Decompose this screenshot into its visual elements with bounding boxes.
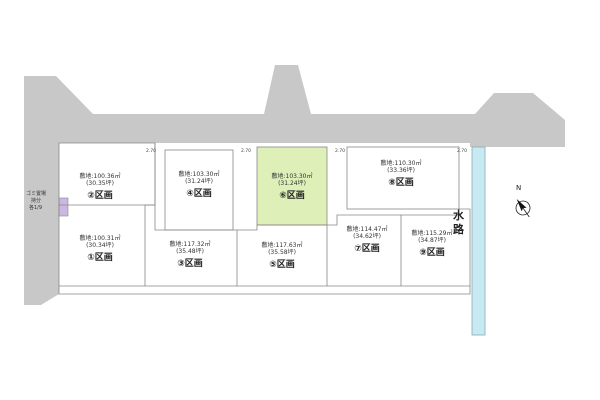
lot-2-tsubo: (30.35坪) xyxy=(86,179,114,187)
lot-6-area: 敷地:103.30㎡ xyxy=(271,172,312,180)
lot-3-tsubo: (35.48坪) xyxy=(176,247,204,255)
north-label: N xyxy=(516,184,521,192)
garbage-station-share: 持分 xyxy=(31,197,41,204)
garbage-station-box xyxy=(58,197,69,217)
lot-4-name: ④区画 xyxy=(186,188,212,199)
lot-9-tsubo: (34.87坪) xyxy=(418,236,446,244)
lot-5-name: ⑤区画 xyxy=(269,259,295,270)
lot-1-tsubo: (30.34坪) xyxy=(86,241,114,249)
lot-1-name: ①区画 xyxy=(87,252,113,263)
lot-3-area: 敷地:117.32㎡ xyxy=(169,240,210,248)
road-area xyxy=(24,65,565,305)
lot-8-name: ⑧区画 xyxy=(388,177,414,188)
waterway-channel xyxy=(471,146,486,336)
garbage-station-ratio: 各1/9 xyxy=(29,204,42,211)
lot-5-tsubo: (35.58坪) xyxy=(268,248,296,256)
dimension-label: 2.70 xyxy=(457,148,467,154)
lot-7-name: ⑦区画 xyxy=(354,243,380,254)
lot-1-area: 敷地:100.31㎡ xyxy=(79,234,120,242)
lot-7-area: 敷地:114.47㎡ xyxy=(346,225,387,233)
lot-boundaries xyxy=(58,142,471,295)
lot-5-area: 敷地:117.63㎡ xyxy=(261,241,302,249)
lot-4-tsubo: (31.24坪) xyxy=(185,177,213,185)
lot-2-area: 敷地:100.36㎡ xyxy=(79,172,120,180)
lot-labels: 敷地:100.31㎡(30.34坪) ①区画 敷地:100.36㎡(30.35坪) ②… xyxy=(79,159,452,270)
lot-8-tsubo: (33.36坪) xyxy=(387,166,415,174)
lot-3-name: ③区画 xyxy=(177,258,203,269)
lot-9-name: ⑨区画 xyxy=(419,247,445,258)
lot-7-tsubo: (34.62坪) xyxy=(353,232,381,240)
garbage-station-title: ゴミ置場 xyxy=(26,190,46,197)
lot-8-area: 敷地:110.30㎡ xyxy=(380,159,421,167)
lot-6-name: ⑥区画 xyxy=(279,190,305,201)
north-arrow-icon xyxy=(515,198,531,218)
lot-4-area: 敷地:103.30㎡ xyxy=(178,170,219,178)
lot-9-area: 敷地:115.29㎡ xyxy=(411,229,452,237)
lot-2-name: ②区画 xyxy=(87,190,113,201)
waterway-label-2: 路 xyxy=(453,222,465,236)
lot-6-tsubo: (31.24坪) xyxy=(278,179,306,187)
dimension-label: 2.70 xyxy=(335,148,345,154)
dimension-label: 2.70 xyxy=(241,148,251,154)
waterway-label-1: 水 xyxy=(453,208,465,222)
dimension-label: 2.70 xyxy=(146,148,156,154)
